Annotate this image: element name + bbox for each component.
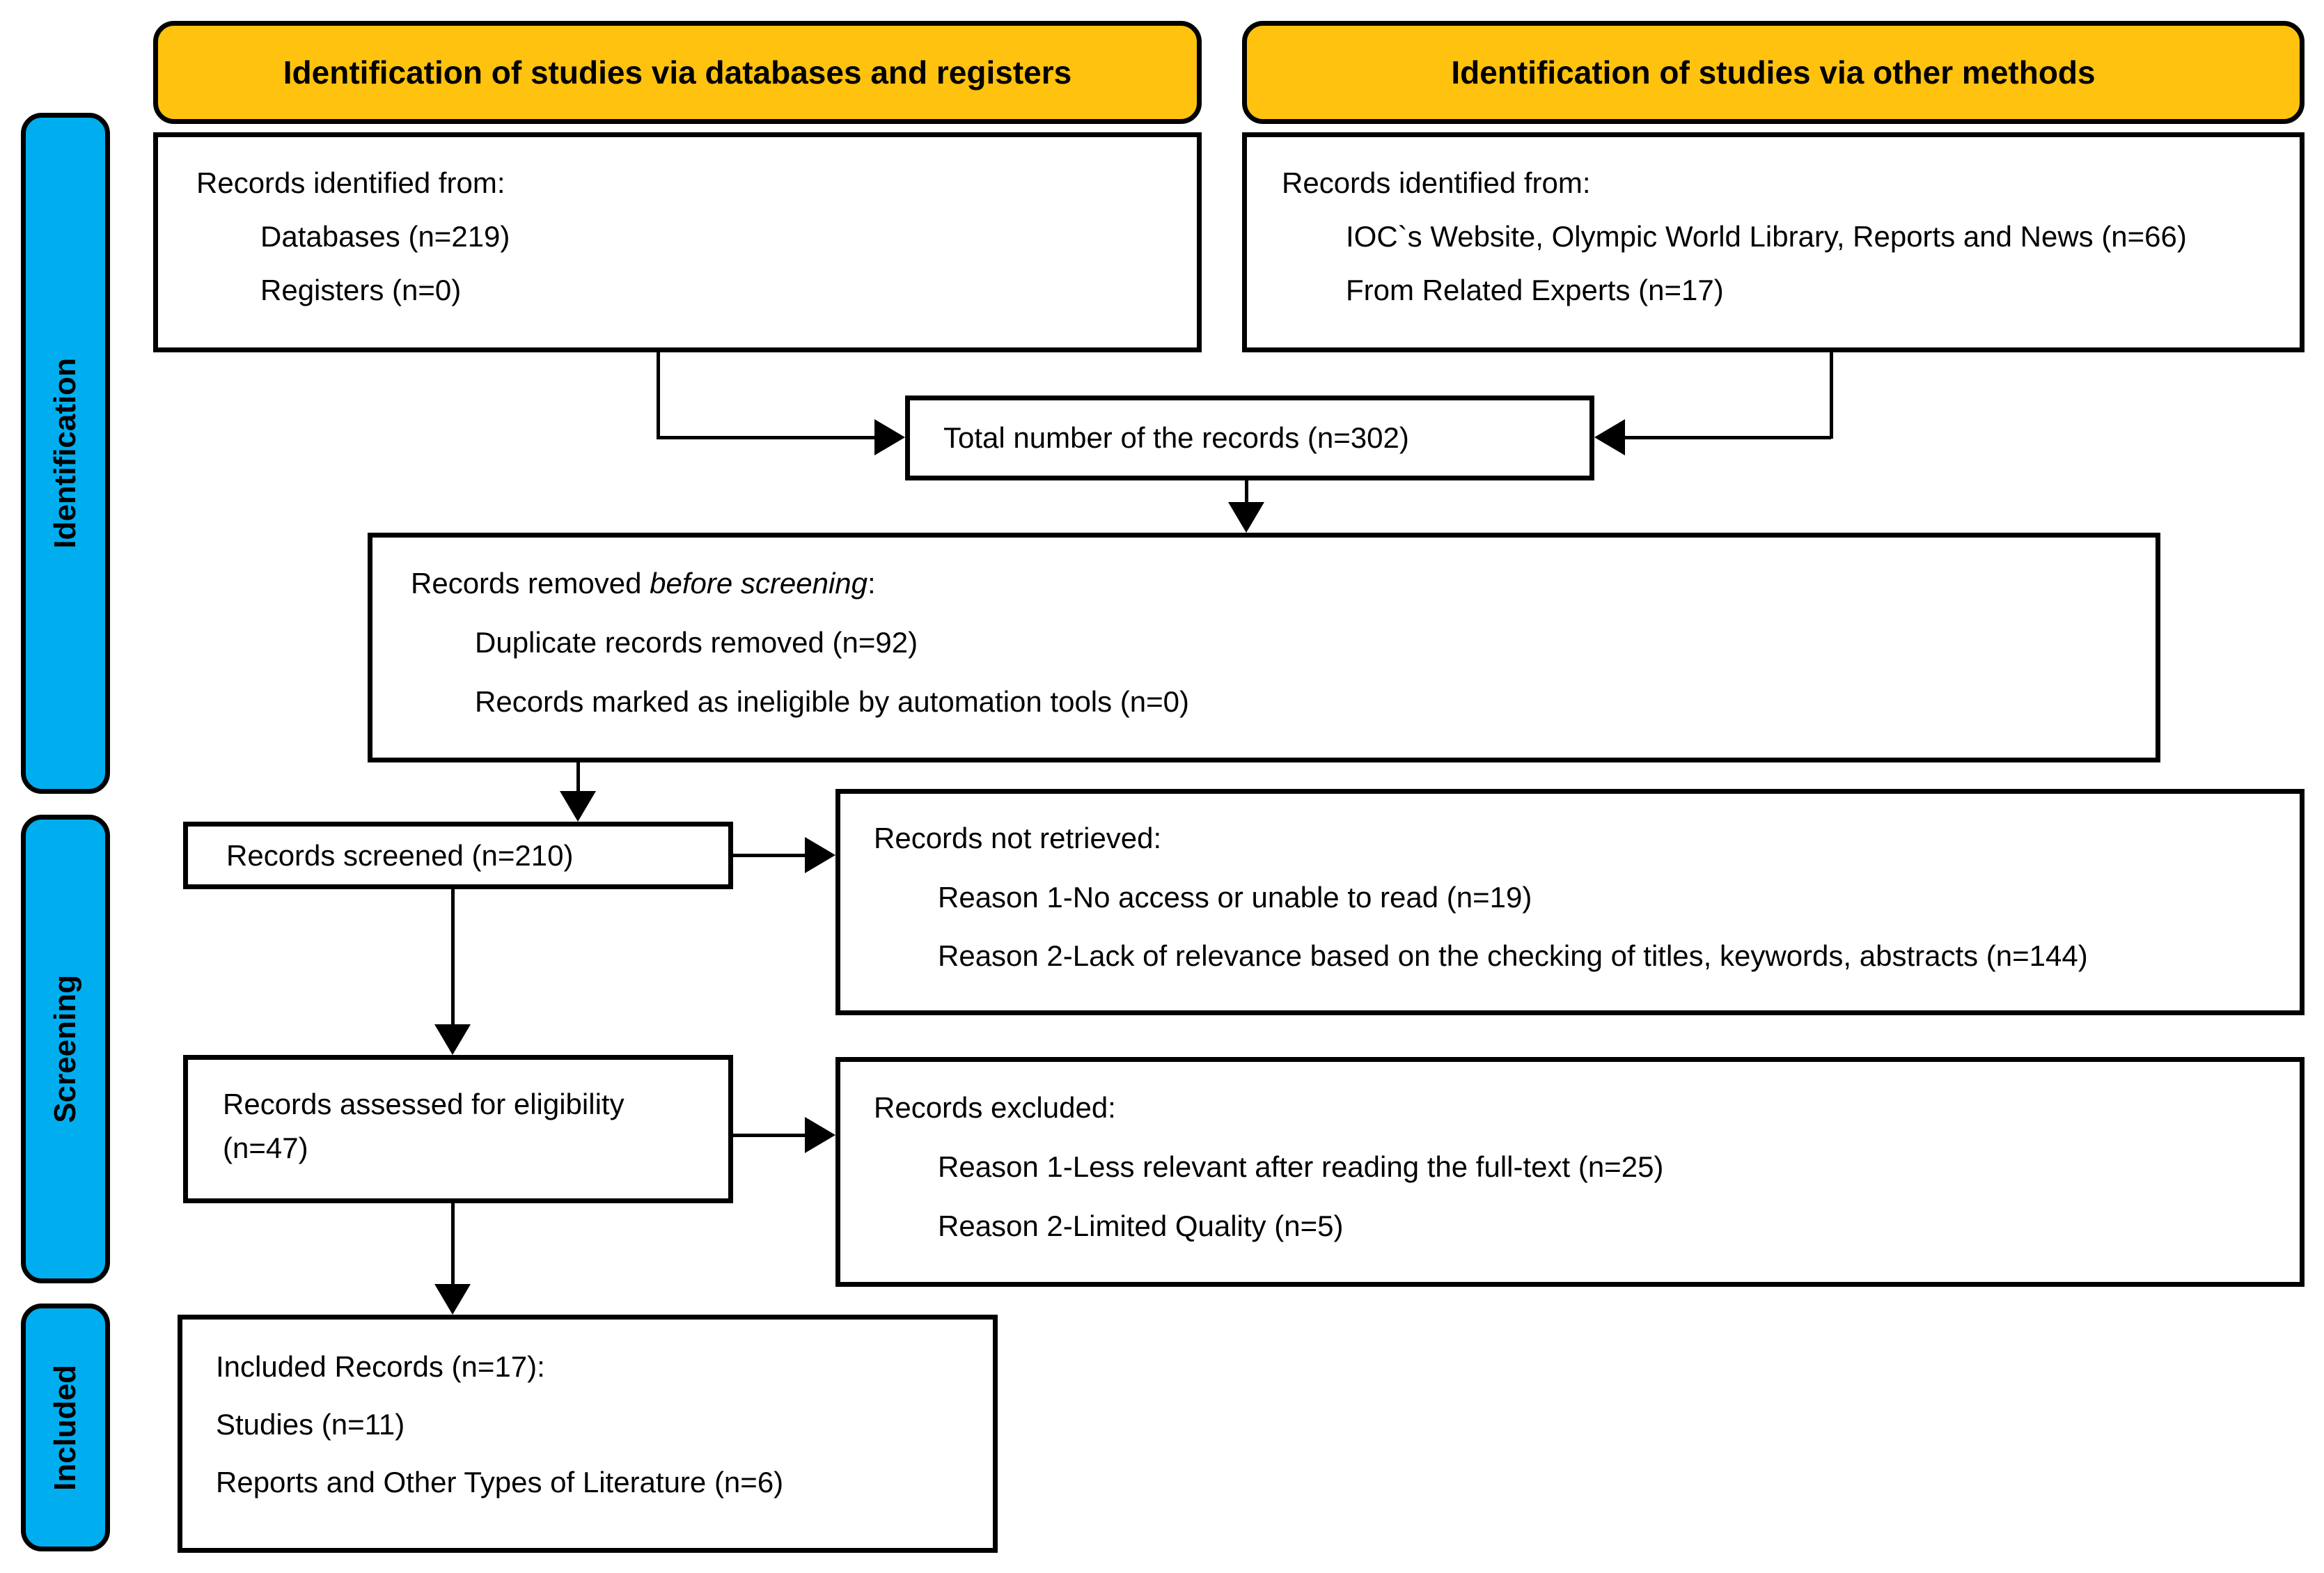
records-screened-text: Records screened (n=210)	[226, 838, 574, 872]
total-records-text: Total number of the records (n=302)	[943, 421, 1409, 454]
records-not-retrieved-item: Reason 1-No access or unable to read (n=…	[938, 880, 1532, 914]
arrowhead-down-icon	[434, 1284, 471, 1315]
records-identified-other-title: Records identified from:	[1282, 166, 1591, 199]
arrowhead-right-icon	[874, 419, 905, 455]
records-excluded-box: Records excluded: Reason 1-Less relevant…	[835, 1057, 2305, 1287]
arrow-segment	[657, 436, 876, 439]
records-not-retrieved-item: Reason 2-Lack of relevance based on the …	[938, 939, 2088, 972]
arrow-segment	[1245, 480, 1248, 503]
header-other-methods: Identification of studies via other meth…	[1242, 21, 2305, 124]
arrowhead-down-icon	[560, 791, 596, 822]
included-records-item: Studies (n=11)	[216, 1408, 405, 1441]
arrow-segment	[451, 889, 455, 1026]
stage-included-label: Included	[48, 1364, 82, 1491]
records-not-retrieved-box: Records not retrieved: Reason 1-No acces…	[835, 789, 2305, 1015]
arrowhead-right-icon	[805, 837, 835, 873]
arrow-segment	[1830, 352, 1833, 439]
total-records-box: Total number of the records (n=302)	[905, 396, 1594, 480]
header-databases-registers: Identification of studies via databases …	[153, 21, 1202, 124]
included-records-item: Reports and Other Types of Literature (n…	[216, 1466, 784, 1498]
arrowhead-down-icon	[434, 1024, 471, 1055]
records-removed-title: Records removed before screening:	[411, 567, 876, 600]
records-removed-item: Records marked as ineligible by automati…	[475, 685, 1190, 718]
records-removed-box: Records removed before screening: Duplic…	[368, 533, 2160, 762]
records-identified-db-item: Databases (n=219)	[260, 220, 510, 253]
stage-bar-included: Included	[21, 1304, 110, 1551]
included-records-box: Included Records (n=17): Studies (n=11) …	[178, 1315, 998, 1553]
stage-bar-screening: Screening	[21, 815, 110, 1283]
records-identified-db-title: Records identified from:	[196, 166, 505, 199]
stage-bar-identification: Identification	[21, 113, 110, 794]
records-excluded-item: Reason 2-Limited Quality (n=5)	[938, 1210, 1344, 1242]
records-identified-db-box: Records identified from: Databases (n=21…	[153, 132, 1202, 352]
stage-screening-label: Screening	[48, 975, 82, 1123]
arrow-segment	[451, 1203, 455, 1285]
arrow-segment	[733, 854, 806, 857]
records-identified-db-item: Registers (n=0)	[260, 274, 462, 306]
records-assessed-box: Records assessed for eligibility (n=47)	[183, 1055, 733, 1203]
records-excluded-item: Reason 1-Less relevant after reading the…	[938, 1150, 1664, 1183]
records-assessed-line2: (n=47)	[223, 1132, 308, 1164]
records-identified-other-item: IOC`s Website, Olympic World Library, Re…	[1346, 220, 2187, 253]
arrowhead-down-icon	[1228, 502, 1264, 533]
header-other-methods-label: Identification of studies via other meth…	[1451, 54, 2096, 91]
included-records-title: Included Records (n=17):	[216, 1350, 545, 1383]
arrowhead-left-icon	[1594, 419, 1625, 455]
arrowhead-right-icon	[805, 1117, 835, 1153]
arrow-segment	[576, 762, 580, 792]
arrow-segment	[1624, 436, 1831, 439]
arrow-segment	[657, 352, 660, 439]
records-excluded-title: Records excluded:	[874, 1091, 1116, 1124]
records-assessed-line1: Records assessed for eligibility	[223, 1088, 625, 1120]
records-removed-item: Duplicate records removed (n=92)	[475, 626, 918, 659]
stage-identification-label: Identification	[48, 358, 82, 549]
records-identified-other-item: From Related Experts (n=17)	[1346, 274, 1724, 306]
records-screened-box: Records screened (n=210)	[183, 822, 733, 889]
arrow-segment	[733, 1134, 806, 1137]
records-not-retrieved-title: Records not retrieved:	[874, 822, 1162, 854]
header-databases-registers-label: Identification of studies via databases …	[283, 54, 1072, 91]
records-identified-other-box: Records identified from: IOC`s Website, …	[1242, 132, 2305, 352]
